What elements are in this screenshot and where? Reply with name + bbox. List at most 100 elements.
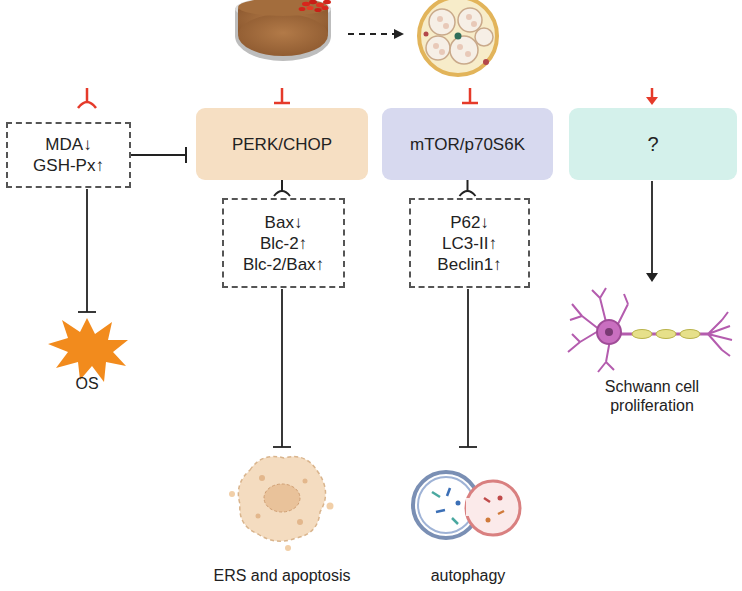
autophagy-vesicles bbox=[436, 510, 445, 512]
nerve-cross-section bbox=[458, 8, 482, 32]
neuron-schwann bbox=[656, 330, 676, 339]
red-arrow bbox=[646, 88, 658, 105]
autophagy-vesicles bbox=[456, 501, 461, 506]
nerve-cross-section bbox=[426, 36, 450, 60]
pathway-box: PERK/CHOP bbox=[196, 108, 368, 180]
node-text: GSH-Px↑ bbox=[33, 155, 104, 176]
nerve-cross-section bbox=[466, 14, 472, 20]
node-text: Blc-2/Bax↑ bbox=[243, 254, 324, 275]
node-text: PERK/CHOP bbox=[232, 134, 332, 155]
inhibit-line bbox=[459, 289, 477, 447]
inhibit-line bbox=[459, 446, 477, 448]
apoptotic-cell bbox=[303, 479, 308, 484]
nerve-cross-section bbox=[433, 43, 439, 49]
oxidative-stress-burst bbox=[48, 318, 128, 382]
neuron-schwann bbox=[598, 340, 614, 372]
neuron-schwann bbox=[632, 330, 652, 339]
activate-arrow bbox=[646, 181, 658, 282]
pathway-box: ? bbox=[569, 108, 737, 180]
red-inhibit-curved bbox=[86, 88, 89, 101]
goji-berries bbox=[299, 7, 306, 11]
red-inhibit-bar bbox=[462, 88, 478, 103]
goji-berries bbox=[314, 8, 321, 12]
neuron-schwann bbox=[680, 330, 700, 339]
node-text: mTOR/p70S6K bbox=[410, 134, 525, 155]
goji-berries bbox=[309, 0, 317, 4]
nerve-cross-section bbox=[439, 49, 445, 55]
neuron-schwann bbox=[708, 312, 732, 356]
activate-arrow bbox=[646, 273, 658, 282]
autophagy-vesicles bbox=[466, 481, 520, 535]
autophagy-vesicles bbox=[447, 488, 450, 496]
curved-head bbox=[460, 191, 476, 196]
apoptotic-cell bbox=[256, 514, 261, 519]
caption-label: Schwann cell proliferation bbox=[572, 377, 732, 415]
neuron-schwann bbox=[568, 288, 732, 372]
node-text: Blc-2↑ bbox=[260, 233, 307, 254]
apoptotic-cell bbox=[327, 503, 334, 510]
red-inhibit-bar bbox=[462, 102, 478, 105]
red-inhibit-curved bbox=[78, 102, 96, 108]
autophagy-vesicles bbox=[452, 518, 458, 524]
apoptotic-cell bbox=[229, 491, 235, 497]
autophagy-vesicles bbox=[484, 498, 490, 502]
nerve-cross-section bbox=[483, 59, 489, 65]
nerve-cross-section bbox=[419, 0, 497, 75]
inhibit-bar bbox=[185, 147, 187, 163]
goji-berries bbox=[321, 6, 328, 10]
red-arrow bbox=[646, 97, 658, 105]
inhibit-line bbox=[273, 289, 291, 447]
nerve-cross-section bbox=[457, 44, 463, 50]
nerve-cross-section bbox=[455, 33, 462, 40]
autophagy-vesicles bbox=[486, 518, 491, 523]
neuron-schwann bbox=[618, 294, 628, 324]
autophagy-vesicles bbox=[466, 498, 474, 516]
neuron-schwann bbox=[568, 330, 600, 352]
marker-box: P62↓LC3-II↑Beclin1↑ bbox=[409, 198, 530, 288]
apoptotic-cell bbox=[238, 457, 325, 542]
nerve-cross-section bbox=[471, 21, 477, 27]
node-text: Bax↓ bbox=[265, 212, 303, 233]
inhibit-line bbox=[78, 311, 96, 313]
oxidative-stress-burst bbox=[48, 318, 128, 382]
goji-berries bbox=[299, 0, 331, 12]
connector bbox=[131, 147, 186, 163]
goji-berries bbox=[306, 6, 313, 10]
apoptotic-cell bbox=[285, 545, 291, 551]
apoptotic-cell bbox=[264, 484, 300, 512]
red-inhibit-curved bbox=[78, 88, 96, 108]
node-text: Beclin1↑ bbox=[437, 254, 501, 275]
dashed-arrow bbox=[348, 33, 402, 35]
nerve-cross-section bbox=[424, 32, 429, 37]
inhibit-line bbox=[273, 446, 291, 448]
red-inhibit-bar bbox=[274, 88, 290, 103]
connector-line bbox=[281, 180, 283, 191]
apoptotic-cell bbox=[297, 519, 303, 525]
node-text: P62↓ bbox=[450, 212, 489, 233]
nerve-cross-section bbox=[465, 51, 471, 57]
connector bbox=[460, 180, 476, 196]
node-text: MDA↓ bbox=[45, 134, 91, 155]
autophagy-vesicles bbox=[432, 492, 440, 497]
pathway-box: mTOR/p70S6K bbox=[382, 108, 553, 180]
autophagy-vesicles bbox=[413, 472, 520, 538]
red-inhibit-bar bbox=[469, 88, 472, 103]
caption-label: ERS and apoptosis bbox=[192, 566, 372, 585]
petri-dish-powder bbox=[238, 14, 328, 56]
red-arrow bbox=[651, 88, 654, 98]
goji-berries bbox=[323, 0, 331, 4]
petri-dish-powder bbox=[235, 0, 331, 61]
autophagy-vesicles bbox=[498, 511, 504, 514]
inhibit-line bbox=[281, 289, 283, 447]
curved-head bbox=[274, 191, 290, 196]
marker-box: Bax↓Blc-2↑Blc-2/Bax↑ bbox=[222, 198, 345, 288]
inhibit-line bbox=[467, 289, 469, 447]
nerve-cross-section bbox=[429, 9, 455, 35]
petri-dish-powder bbox=[238, 0, 328, 16]
red-inhibit-bar bbox=[274, 102, 290, 105]
nerve-cross-section bbox=[475, 28, 493, 46]
autophagy-vesicles bbox=[413, 472, 479, 538]
